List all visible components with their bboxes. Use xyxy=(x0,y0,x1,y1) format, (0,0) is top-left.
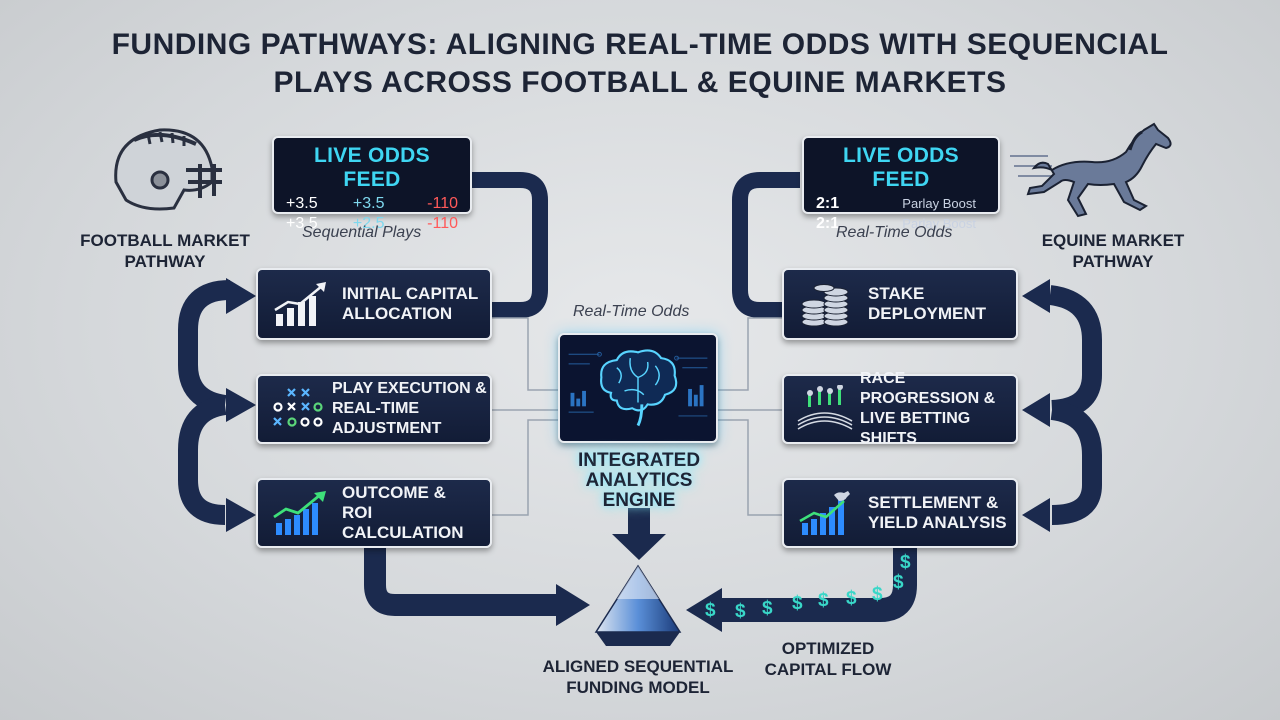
svg-text:$: $ xyxy=(900,552,911,573)
left-model-arrowhead xyxy=(556,584,590,626)
svg-text:$: $ xyxy=(872,584,883,605)
brain-circuit-icon xyxy=(568,349,708,427)
capital-flow-arrowhead xyxy=(686,588,722,632)
step-label: STAKE DEPLOYMENT xyxy=(868,284,987,323)
svg-text:$: $ xyxy=(846,588,857,609)
right-caption: Real-Time Odds xyxy=(836,224,953,241)
step-settlement-yield: SETTLEMENT & YIELD ANALYSIS xyxy=(782,478,1018,548)
analytics-engine-screen xyxy=(558,333,718,443)
step-label: RACE PROGRESSION & LIVE BETTING SHIFTS xyxy=(860,370,996,447)
step-race-progression: RACE PROGRESSION & LIVE BETTING SHIFTS xyxy=(782,370,1018,447)
optimized-capital-flow-label: OPTIMIZED CAPITAL FLOW xyxy=(764,639,892,679)
svg-text:$: $ xyxy=(705,600,716,621)
svg-text:$: $ xyxy=(792,593,803,614)
svg-text:$: $ xyxy=(735,601,746,622)
capital-flow-arrow xyxy=(720,548,917,622)
left-loop-arrow-bottom xyxy=(178,395,227,525)
analytics-engine-label: INTEGRATED ANALYTICS ENGINE xyxy=(577,450,701,511)
svg-text:$: $ xyxy=(818,590,829,611)
left-odds-row: +3.5 +3.5 -110 xyxy=(286,195,458,212)
left-feed-connector xyxy=(472,172,548,318)
svg-text:$: $ xyxy=(893,572,904,593)
right-loop-arrow-bottom xyxy=(1050,400,1102,525)
left-arrowhead-3 xyxy=(226,498,256,532)
left-to-model-arrow xyxy=(364,548,560,616)
right-odds-feed-header: LIVE ODDS FEED xyxy=(843,144,959,191)
left-arrowhead-2 xyxy=(226,388,256,422)
engine-down-arrowhead xyxy=(612,534,666,560)
right-arrowhead-1 xyxy=(1022,279,1050,313)
racing-horse-icon xyxy=(1010,122,1172,218)
step-stake-deployment: STAKE DEPLOYMENT xyxy=(782,268,1018,340)
left-arrowhead-1 xyxy=(226,278,256,314)
center-caption: Real-Time Odds xyxy=(573,303,690,320)
title-line-2: PLAYS ACROSS FOOTBALL & EQUINE MARKETS xyxy=(273,66,1007,99)
growth-chart-icon xyxy=(273,491,326,535)
step-label: INITIAL CAPITAL ALLOCATION xyxy=(342,284,479,323)
step-play-execution: PLAY EXECUTION & REAL-TIME ADJUSTMENT xyxy=(256,374,492,444)
playbook-xo-icon xyxy=(273,388,323,427)
right-arrowhead-3 xyxy=(1022,498,1050,532)
pyramid-icon xyxy=(594,564,682,646)
left-odds-row: +3.5 +2.5 -110 xyxy=(286,215,458,232)
left-caption: Sequential Plays xyxy=(302,224,422,241)
step-outcome-roi-calculation: OUTCOME & ROI CALCULATION xyxy=(256,478,492,548)
step-initial-capital-allocation: INITIAL CAPITAL ALLOCATION xyxy=(256,268,492,340)
coin-stack-icon xyxy=(801,284,849,327)
title-line-1: FUNDING PATHWAYS: ALIGNING REAL-TIME ODD… xyxy=(111,28,1169,61)
right-odds-row: 2:1 Parlay Boost xyxy=(816,195,976,212)
right-loop-arrow-top xyxy=(1048,285,1102,420)
svg-text:$: $ xyxy=(762,598,773,619)
yield-chart-icon xyxy=(799,491,850,535)
step-label: OUTCOME & ROI CALCULATION xyxy=(342,483,464,542)
right-feed-connector xyxy=(732,172,800,318)
football-market-label: FOOTBALL MARKET PATHWAY xyxy=(80,231,250,271)
left-live-odds-feed: LIVE ODDS FEED +3.5 +3.5 -110 +3.5 +2.5 … xyxy=(272,136,472,232)
right-live-odds-feed: LIVE ODDS FEED 2:1 Parlay Boost 2:1 Parl… xyxy=(802,136,1000,232)
equine-market-label: EQUINE MARKET PATHWAY xyxy=(1041,231,1185,271)
page-title: FUNDING PATHWAYS: ALIGNING REAL-TIME ODD… xyxy=(40,26,1240,102)
aligned-funding-model-label: ALIGNED SEQUENTIAL FUNDING MODEL xyxy=(542,657,734,697)
race-track-icon xyxy=(797,385,853,430)
right-arrowhead-2 xyxy=(1022,393,1050,427)
bar-chart-icon xyxy=(274,282,326,326)
left-odds-feed-header: LIVE ODDS FEED xyxy=(314,144,430,191)
football-helmet-icon xyxy=(114,128,222,211)
step-label: SETTLEMENT & YIELD ANALYSIS xyxy=(868,493,1007,532)
step-label: PLAY EXECUTION & REAL-TIME ADJUSTMENT xyxy=(332,380,487,437)
dollar-signs: $ $ $ $ $ $ $ $ $ xyxy=(705,552,911,622)
right-odds-row: 2:1 Parlay Boost xyxy=(816,215,976,232)
left-loop-arrow-top xyxy=(178,280,231,415)
